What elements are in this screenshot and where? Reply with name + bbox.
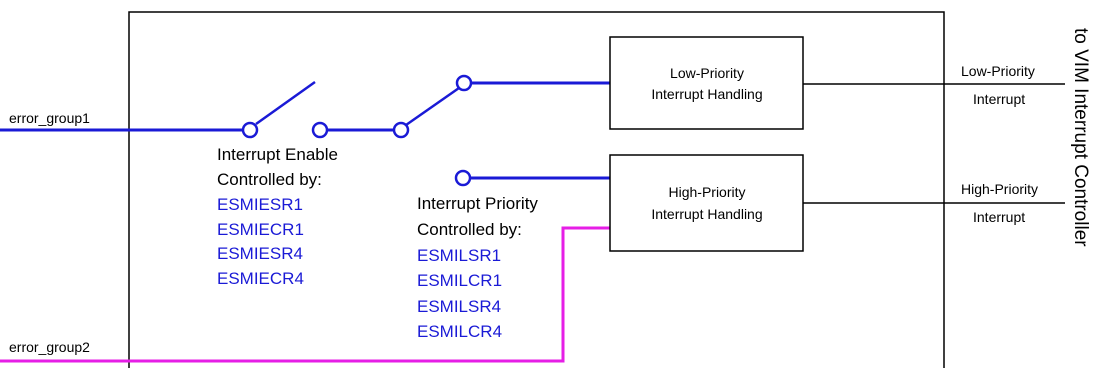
priority-controlled-by: Controlled by: [417, 220, 522, 239]
priority-switch-low-contact [455, 74, 473, 92]
high-priority-output-label2: Interrupt [973, 209, 1025, 225]
priority-register-2: ESMILCR1 [417, 271, 502, 290]
enable-switch-lever [255, 80, 316, 126]
destination-label: to VIM Interrupt Controller [1070, 28, 1091, 247]
low-priority-block [609, 36, 804, 130]
priority-register-3: ESMILSR4 [417, 297, 501, 316]
high-priority-block-line1: High-Priority [668, 184, 745, 200]
enable-controlled-by: Controlled by: [217, 170, 322, 189]
low-priority-output-label2: Interrupt [973, 91, 1025, 107]
priority-switch-contact [392, 121, 410, 139]
high-priority-block [609, 154, 804, 252]
priority-register-4: ESMILCR4 [417, 322, 502, 341]
error-group2-wire [0, 226, 610, 363]
enable-register-2: ESMIECR1 [217, 220, 304, 239]
error-group1-label: error_group1 [9, 110, 90, 126]
low-priority-output-label1: Low-Priority [961, 63, 1035, 79]
low-priority-block-line2: Interrupt Handling [651, 86, 762, 102]
enable-register-3: ESMIESR4 [217, 244, 303, 263]
enable-switch-contact-right [311, 121, 329, 139]
enable-register-4: ESMIECR4 [217, 269, 304, 288]
module-boundary [128, 11, 945, 368]
priority-switch-lever [405, 86, 460, 127]
enable-switch-contact-left [241, 121, 259, 139]
low-priority-block-line1: Low-Priority [670, 65, 744, 81]
high-priority-output-label1: High-Priority [961, 181, 1038, 197]
error-group2-label: error_group2 [9, 339, 90, 355]
enable-register-1: ESMIESR1 [217, 195, 303, 214]
priority-switch-high-contact [454, 169, 472, 187]
priority-register-1: ESMILSR1 [417, 246, 501, 265]
high-priority-block-line2: Interrupt Handling [651, 206, 762, 222]
enable-title: Interrupt Enable [217, 145, 338, 164]
priority-title: Interrupt Priority [417, 194, 538, 213]
